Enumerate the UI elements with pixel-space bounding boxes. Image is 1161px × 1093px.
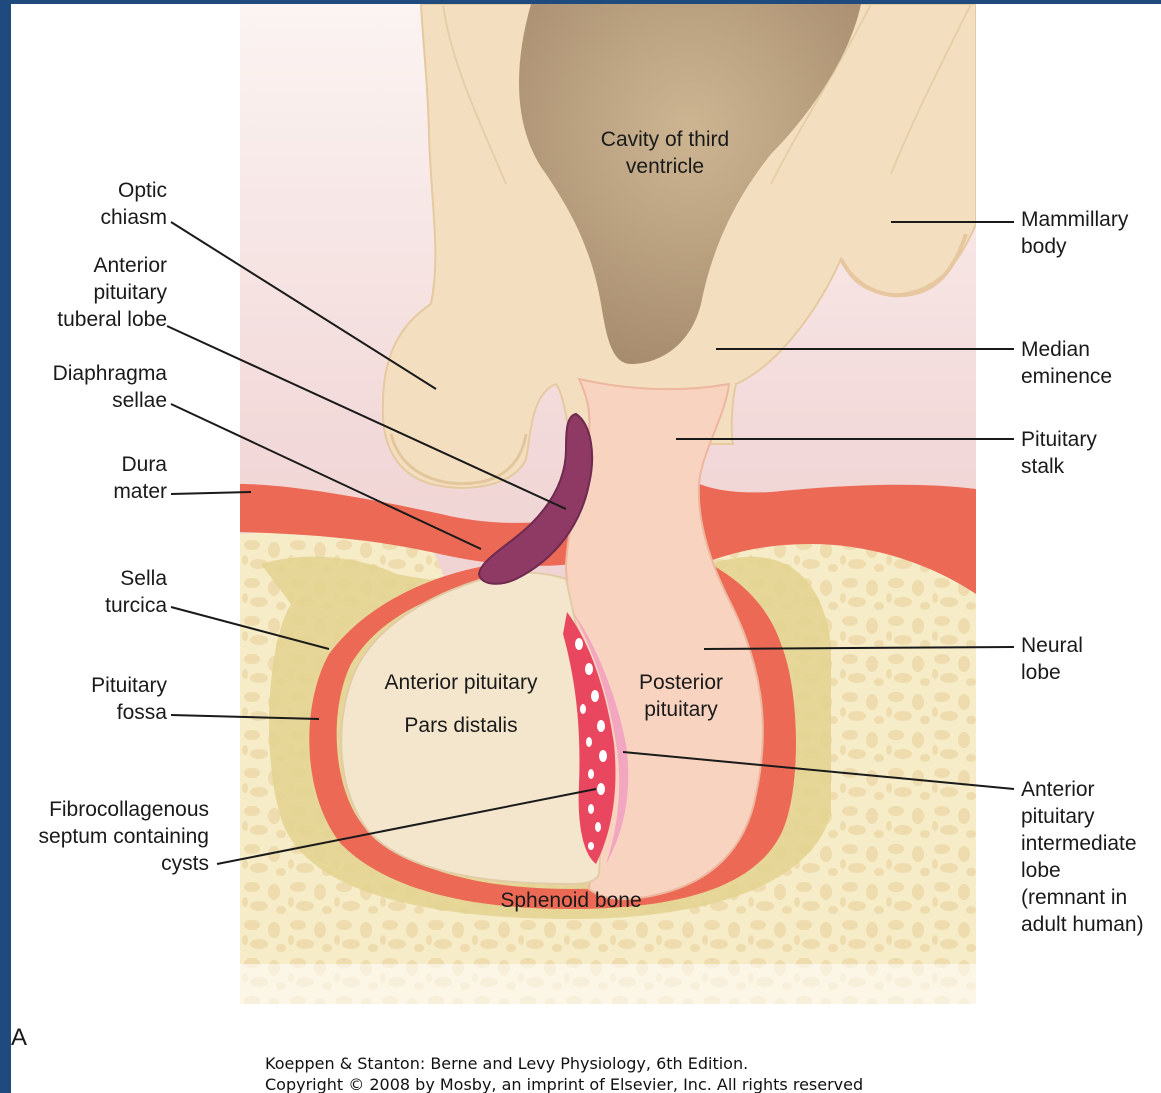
label-anterior-pituitary-tuberal-lobe: Anterior pituitary tuberal lobe — [27, 252, 167, 333]
label-anterior-pituitary: Anterior pituitary — [351, 669, 571, 696]
label-pituitary-stalk: Pituitary stalk — [1021, 426, 1097, 480]
label-fibrocollagenous-septum: Fibrocollagenous septum containing cysts — [11, 796, 209, 877]
label-cavity-third-ventricle: Cavity of third ventricle — [565, 126, 765, 180]
label-dura-mater: Dura mater — [51, 451, 167, 505]
label-posterior-pituitary: Posterior pituitary — [611, 669, 751, 723]
label-pituitary-fossa: Pituitary fossa — [51, 672, 167, 726]
label-sphenoid-bone: Sphenoid bone — [471, 887, 671, 914]
label-sella-turcica: Sella turcica — [51, 565, 167, 619]
dura-leader — [171, 492, 251, 494]
label-median-eminence: Median eminence — [1021, 336, 1112, 390]
label-pars-distalis: Pars distalis — [371, 712, 551, 739]
panel-letter: A — [11, 1024, 27, 1051]
label-diaphragma-sellae: Diaphragma sellae — [27, 360, 167, 414]
diagram-frame: Optic chiasm Anterior pituitary tuberal … — [11, 4, 1161, 1093]
label-anterior-pituitary-intermediate-lobe: Anterior pituitary intermediate lobe (re… — [1021, 776, 1144, 938]
credit-line-1: Koeppen & Stanton: Berne and Levy Physio… — [265, 1054, 748, 1073]
label-neural-lobe: Neural lobe — [1021, 632, 1083, 686]
credit-line-2: Copyright © 2008 by Mosby, an imprint of… — [265, 1075, 863, 1093]
label-optic-chiasm: Optic chiasm — [51, 177, 167, 231]
label-mammillary-body: Mammillary body — [1021, 206, 1128, 260]
